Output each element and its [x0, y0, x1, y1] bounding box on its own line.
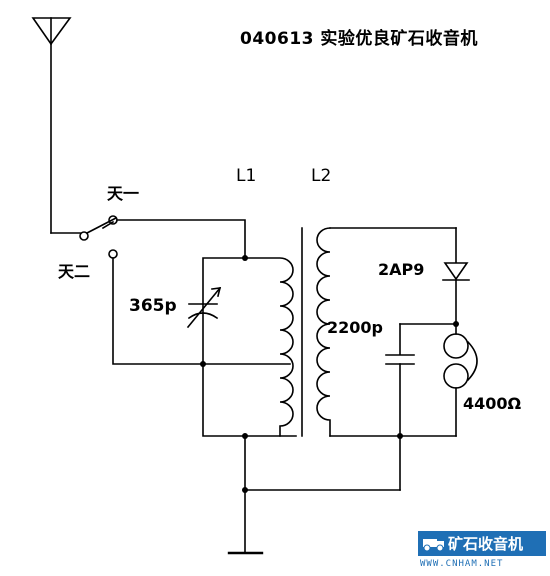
wire-antenna2: [112, 257, 291, 365]
coil-l2-symbol: [316, 227, 331, 437]
label-diode: 2AP9: [378, 260, 425, 279]
label-l1: L1: [236, 166, 257, 186]
junction-dot: [397, 433, 403, 439]
truck-icon: [423, 539, 444, 552]
diagram-title: 040613 实验优良矿石收音机: [240, 29, 478, 49]
coil-l1-symbol: [244, 257, 294, 437]
label-bypass-capacitor: 2200p: [327, 318, 383, 337]
wire-antenna1: [116, 219, 246, 259]
label-headphone: 4400Ω: [463, 394, 522, 413]
label-antenna1: 天一: [107, 184, 140, 203]
junction-dot: [242, 487, 248, 493]
wire-tuning-cap: [202, 257, 297, 437]
diode-symbol: [442, 262, 470, 281]
junction-dot: [242, 255, 248, 261]
label-tuning-capacitor: 365p: [129, 296, 177, 316]
label-l2: L2: [311, 166, 332, 186]
headphone-symbol: [443, 333, 478, 389]
bypass-capacitor-symbol: [385, 354, 415, 365]
antenna-symbol: [31, 17, 81, 234]
junction-dot: [242, 433, 248, 439]
junction-dot: [453, 321, 459, 327]
watermark-text: 矿石收音机: [448, 535, 524, 553]
label-antenna2: 天二: [58, 262, 91, 281]
antenna-selector-switch: [79, 215, 118, 259]
watermark-url: WWW.CNHAM.NET: [420, 559, 504, 569]
junction-dot: [200, 361, 206, 367]
ground-symbol: [227, 489, 264, 555]
watermark-logo: 矿石收音机 WWW.CNHAM.NET: [418, 531, 546, 571]
tuning-capacitor-symbol: [186, 286, 222, 329]
